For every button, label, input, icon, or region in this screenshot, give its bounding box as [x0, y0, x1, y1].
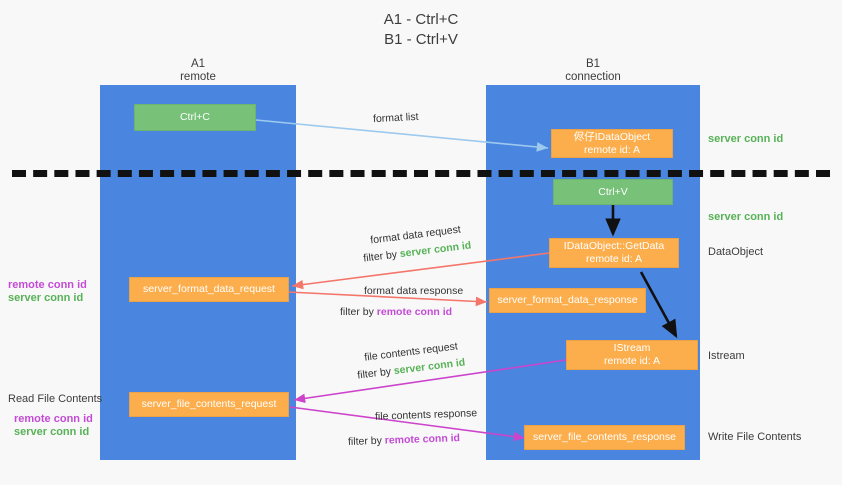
filter-value: server conn id — [393, 356, 466, 378]
edge-label-file-contents-response-filter: filter by remote conn id — [348, 432, 460, 448]
node-istream-title: IStream — [613, 342, 651, 354]
node-istream-sub: remote id: A — [603, 355, 661, 367]
label-dataobject: DataObject — [708, 246, 764, 258]
node-getdata-sub: remote id: A — [585, 253, 643, 265]
page-title: A1 - Ctrl+C B1 - Ctrl+V — [0, 10, 842, 50]
node-ctrl-v-label: Ctrl+V — [598, 185, 628, 198]
node-server-format-data-response-label: server_format_data_response — [497, 294, 638, 306]
divider-dashed-line — [12, 170, 830, 177]
lane-header-b1-sub: connection — [565, 71, 621, 83]
node-server-file-contents-response-label: server_file_contents_response — [532, 431, 676, 443]
edge-label-format-data-response: format data response — [364, 285, 464, 297]
label-remote-conn-id-2: remote conn id — [14, 413, 93, 425]
lane-header-a1-name: A1 — [190, 58, 206, 70]
edge-label-file-contents-response: file contents response — [374, 407, 478, 423]
node-idataobject-sub: remote id: A — [583, 143, 641, 156]
lane-header-b1-name: B1 — [585, 58, 601, 70]
node-ctrl-c[interactable]: Ctrl+C — [134, 104, 256, 131]
node-server-file-contents-request-label: server_file_contents_request — [141, 398, 277, 410]
label-server-conn-id-top: server conn id — [708, 133, 784, 145]
label-remote-conn-id-1: remote conn id — [8, 279, 87, 291]
lane-header-a1-sub: remote — [180, 71, 216, 83]
node-server-format-data-response[interactable]: server_format_data_response — [489, 288, 646, 313]
label-write-file-contents: Write File Contents — [708, 431, 802, 443]
node-server-file-contents-response[interactable]: server_file_contents_response — [524, 425, 685, 450]
filter-prefix: filter by — [340, 306, 377, 318]
filter-prefix: filter by — [362, 248, 401, 265]
filter-value: server conn id — [399, 239, 472, 261]
lane-header-a1: A1 remote — [100, 58, 296, 84]
filter-prefix: filter by — [356, 365, 395, 382]
node-getdata[interactable]: IDataObject::GetData remote id: A — [549, 238, 679, 268]
label-istream: Istream — [708, 350, 745, 362]
label-server-conn-id-mid: server conn id — [708, 211, 784, 223]
edge-label-format-list: format list — [372, 110, 419, 126]
node-server-format-data-request-label: server_format_data_request — [143, 283, 275, 295]
label-server-conn-id-1: server conn id — [8, 292, 84, 304]
filter-value: remote conn id — [384, 432, 461, 447]
node-ctrl-c-label: Ctrl+C — [179, 111, 211, 123]
label-server-conn-id-2: server conn id — [14, 426, 90, 438]
node-ctrl-v[interactable]: Ctrl+V — [553, 179, 673, 205]
edge-label-format-data-response-filter: filter by remote conn id — [340, 306, 452, 318]
title-line-1: A1 - Ctrl+C — [383, 11, 459, 28]
filter-prefix: filter by — [347, 434, 385, 448]
label-read-file-contents: Read File Contents — [8, 393, 103, 405]
filter-value: remote conn id — [376, 306, 453, 318]
lane-header-b1: B1 connection — [486, 58, 700, 84]
title-line-2: B1 - Ctrl+V — [384, 31, 458, 48]
node-getdata-title: IDataObject::GetData — [563, 240, 665, 252]
node-idataobject[interactable]: 侭仔IDataObject remote id: A — [551, 129, 673, 158]
node-server-file-contents-request[interactable]: server_file_contents_request — [129, 392, 289, 417]
node-idataobject-title: 侭仔IDataObject — [573, 130, 651, 143]
node-server-format-data-request[interactable]: server_format_data_request — [129, 277, 289, 302]
node-istream[interactable]: IStream remote id: A — [566, 340, 698, 370]
